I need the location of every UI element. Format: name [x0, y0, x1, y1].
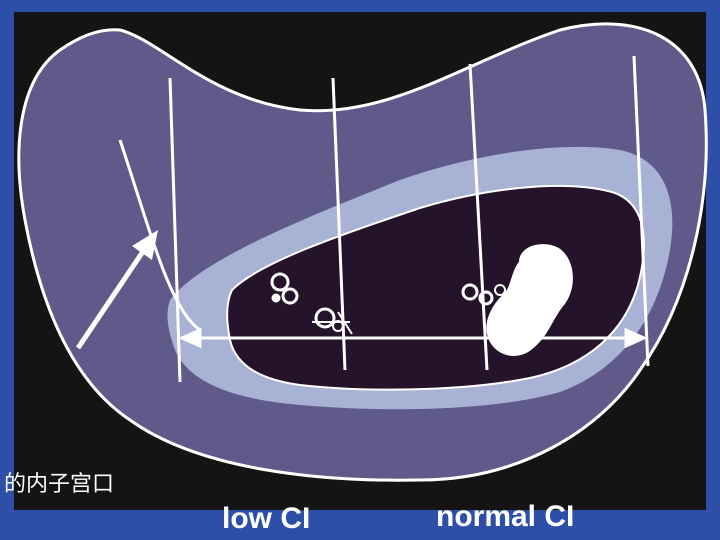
- internal-os-label: 的内子宫口: [4, 466, 114, 498]
- normal-ci-label: normal CI: [436, 500, 574, 534]
- low-ci-label: low CI: [222, 502, 310, 536]
